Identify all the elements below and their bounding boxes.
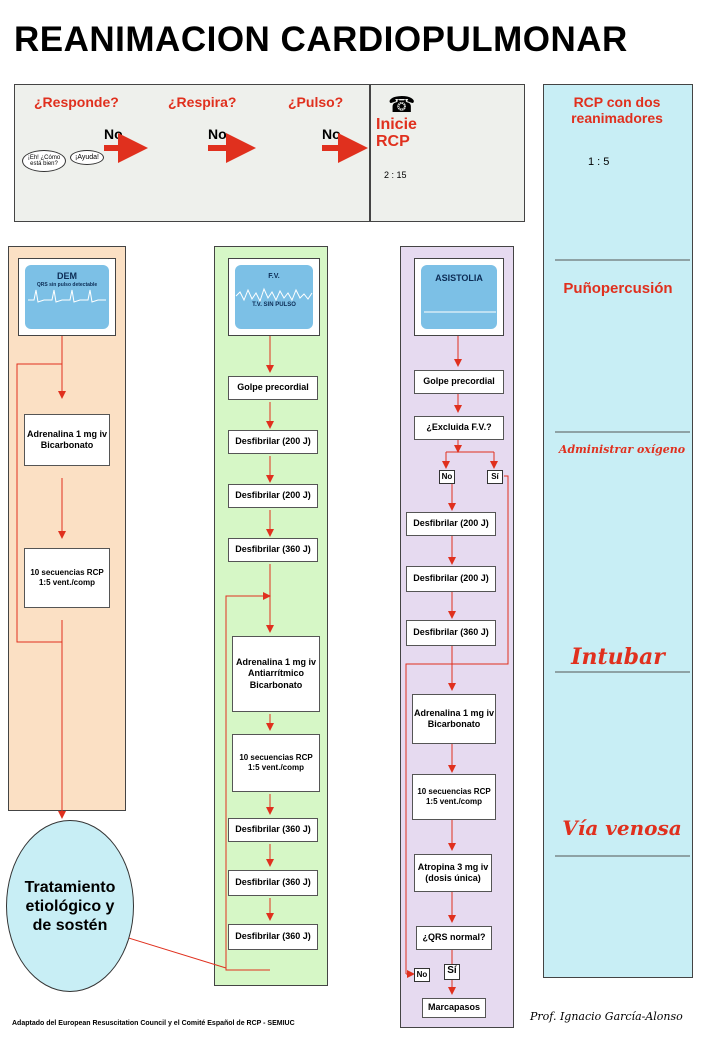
- question-pulso: ¿Pulso?: [288, 94, 344, 110]
- footer-credit: Adaptado del European Resuscitation Coun…: [12, 1020, 295, 1027]
- fv-desfibrilar-360-c: Desfibrilar (360 J): [228, 870, 318, 896]
- question-respira: ¿Respira?: [168, 94, 237, 110]
- speech-bubble-1: ¡Eh! ¿Cómo está bien?: [22, 150, 66, 172]
- question-responde: ¿Responde?: [34, 94, 119, 110]
- fv-desfibrilar-200-b: Desfibrilar (200 J): [228, 484, 318, 508]
- sidebar-panel: [543, 84, 693, 978]
- sidebar-ratio: 1 : 5: [588, 156, 610, 168]
- tratamiento-circle: Tratamiento etiológico y de sostén: [6, 820, 134, 992]
- asistolia-si-label: Sí: [487, 470, 503, 484]
- phone-icon: ☎: [388, 92, 416, 117]
- punopercusion-title: Puñopercusión: [563, 280, 673, 297]
- fv-ecg-trace: [235, 287, 313, 303]
- inicie-label: Inicie: [376, 116, 417, 133]
- dem-secuencias-box: 10 secuencias RCP 1:5 vent./comp: [24, 548, 110, 608]
- fv-desfibrilar-360-b: Desfibrilar (360 J): [228, 818, 318, 842]
- intubar-title: Intubar: [571, 644, 665, 670]
- dem-column-panel: [8, 246, 126, 811]
- asistolia-desfibrilar-360: Desfibrilar (360 J): [406, 620, 496, 646]
- inicie-rcp-panel: [370, 84, 525, 222]
- dem-monitor: DEM QRS sin pulso detectable: [18, 258, 116, 336]
- tratamiento-label: Tratamiento etiológico y de sostén: [24, 878, 116, 934]
- fv-desfibrilar-200-a: Desfibrilar (200 J): [228, 430, 318, 454]
- dem-ecg-trace: [28, 289, 106, 303]
- speech-bubble-2: ¡Ayuda!: [70, 150, 104, 165]
- main-title: REANIMACION CARDIOPULMONAR: [14, 20, 628, 59]
- fv-adrenalina-box: Adrenalina 1 mg iv Antiarrítmico Bicarbo…: [232, 636, 320, 712]
- fv-monitor-sub: T.V. SIN PULSO: [252, 302, 296, 308]
- via-venosa-title: Vía venosa: [562, 816, 682, 840]
- fv-desfibrilar-360-a: Desfibrilar (360 J): [228, 538, 318, 562]
- dem-monitor-title: DEM: [57, 271, 77, 281]
- asistolia-desfibrilar-200-a: Desfibrilar (200 J): [406, 512, 496, 536]
- asistolia-no2-label: No: [414, 968, 430, 982]
- asistolia-monitor-title: ASISTOLIA: [435, 273, 483, 283]
- fv-monitor-title: F.V.: [268, 273, 280, 280]
- dem-monitor-screen: DEM QRS sin pulso detectable: [25, 265, 109, 329]
- asistolia-desfibrilar-200-b: Desfibrilar (200 J): [406, 566, 496, 592]
- ratio-label: 2 : 15: [384, 170, 407, 180]
- oxigeno-title: Administrar oxígeno: [558, 443, 686, 456]
- signature: Prof. Ignacio García-Alonso: [530, 1010, 683, 1023]
- asistolia-monitor: ASISTOLIA: [414, 258, 504, 336]
- fv-secuencias-box: 10 secuencias RCP 1:5 vent./comp: [232, 734, 320, 792]
- asistolia-atropina-box: Atropina 3 mg iv (dosis única): [414, 854, 492, 892]
- asistolia-qrs-box: ¿QRS normal?: [416, 926, 492, 950]
- asistolia-monitor-screen: ASISTOLIA: [421, 265, 497, 329]
- no-label-2: No: [208, 126, 227, 142]
- asistolia-secuencias-box: 10 secuencias RCP 1:5 vent./comp: [412, 774, 496, 820]
- rcp-label: RCP: [376, 133, 410, 150]
- asistolia-no-label: No: [439, 470, 455, 484]
- asistolia-excluida-box: ¿Excluida F.V.?: [414, 416, 504, 440]
- fv-golpe-box: Golpe precordial: [228, 376, 318, 400]
- asistolia-adrenalina-box: Adrenalina 1 mg iv Bicarbonato: [412, 694, 496, 744]
- fv-desfibrilar-360-d: Desfibrilar (360 J): [228, 924, 318, 950]
- dos-reanimadores-title: RCP con dos reanimadores: [571, 94, 663, 126]
- dem-adrenalina-box: Adrenalina 1 mg iv Bicarbonato: [24, 414, 110, 466]
- no-label-3: No: [322, 126, 341, 142]
- asistolia-si2-label: Sí: [444, 964, 460, 980]
- asistolia-marcapasos-box: Marcapasos: [422, 998, 486, 1018]
- dem-monitor-sub: QRS sin pulso detectable: [36, 282, 98, 288]
- asistolia-golpe-box: Golpe precordial: [414, 370, 504, 394]
